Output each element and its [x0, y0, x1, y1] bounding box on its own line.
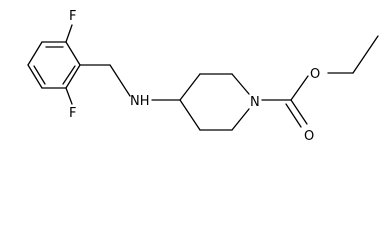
bond-carbonyl-double-1 [290, 99, 308, 125]
ester-oxygen-label: O [310, 67, 320, 82]
bond-c-f-bottom [65, 87, 73, 105]
bond-ring-3 [65, 64, 81, 89]
bond-carbonyl-ester-o [290, 75, 309, 101]
bond-pip-4 [231, 108, 250, 131]
bonds [27, 24, 379, 131]
bond-pip-6 [179, 99, 201, 131]
bond-ch2-nh [109, 64, 131, 97]
atom-labels: F F NH N O O [69, 9, 320, 144]
bond-c-f-top [65, 24, 73, 43]
bond-ring-2 [65, 41, 81, 66]
bond-ring-5 [27, 64, 43, 89]
bond-carbonyl-double-2 [285, 103, 302, 128]
bond-ch2-ch3 [352, 35, 379, 74]
bond-ring-6 [27, 41, 43, 66]
molecule-structure: F F NH N O O [27, 9, 379, 144]
bond-ring-inner-2 [62, 65, 76, 85]
amine-nh-label: NH [130, 94, 150, 109]
fluorine-top-label: F [69, 9, 76, 24]
carbonyl-oxygen-label: O [304, 129, 314, 144]
piperidine-nitrogen-label: N [250, 95, 260, 110]
fluorine-bottom-label: F [69, 106, 76, 121]
bond-ring-inner-3 [33, 65, 46, 85]
bond-pip-3 [231, 73, 250, 95]
bond-pip-1 [179, 73, 201, 101]
